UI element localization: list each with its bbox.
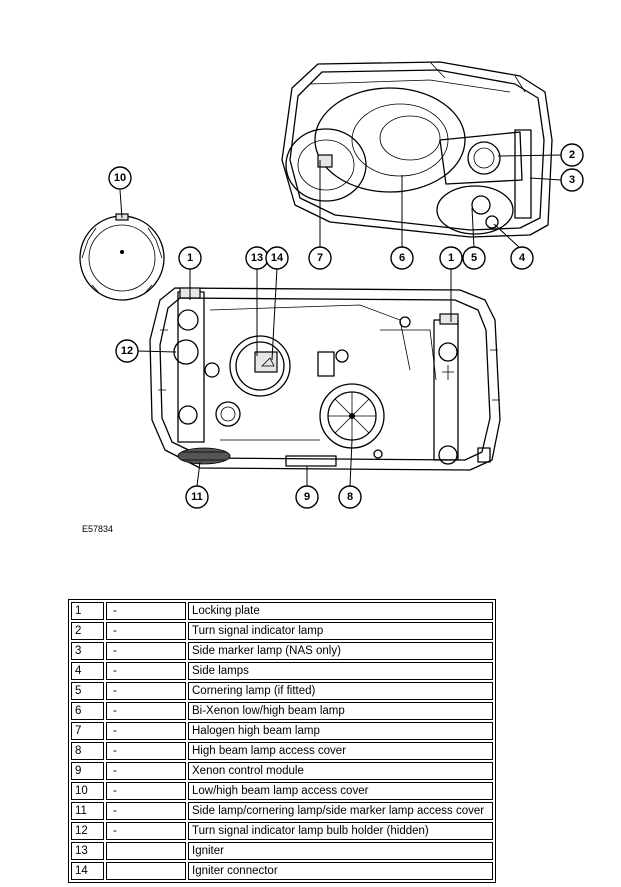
svg-text:9: 9 — [304, 491, 310, 503]
legend-number: 13 — [71, 842, 104, 860]
svg-text:11: 11 — [191, 491, 203, 503]
callout-12: 12 — [115, 339, 139, 363]
legend-row: 2-Turn signal indicator lamp — [71, 622, 493, 640]
legend-row: 11-Side lamp/cornering lamp/side marker … — [71, 802, 493, 820]
legend-description: Halogen high beam lamp — [188, 722, 493, 740]
svg-text:7: 7 — [317, 252, 323, 264]
legend-number: 2 — [71, 622, 104, 640]
legend-row: 14 Igniter connector — [71, 862, 493, 880]
legend-row: 12-Turn signal indicator lamp bulb holde… — [71, 822, 493, 840]
legend-number: 1 — [71, 602, 104, 620]
legend-dash — [106, 842, 186, 860]
callout-3: 3 — [560, 168, 584, 192]
callout-4: 4 — [510, 246, 534, 270]
legend-row: 9-Xenon control module — [71, 762, 493, 780]
callout-9: 9 — [295, 485, 319, 509]
legend-row: 4-Side lamps — [71, 662, 493, 680]
legend-number: 10 — [71, 782, 104, 800]
callout-11: 11 — [185, 485, 209, 509]
legend-row: 7-Halogen high beam lamp — [71, 722, 493, 740]
legend-description: Bi-Xenon low/high beam lamp — [188, 702, 493, 720]
legend-number: 6 — [71, 702, 104, 720]
access-cover-detail — [79, 213, 165, 301]
legend-number: 9 — [71, 762, 104, 780]
legend-row: 6-Bi-Xenon low/high beam lamp — [71, 702, 493, 720]
legend-description: Side lamp/cornering lamp/side marker lam… — [188, 802, 493, 820]
svg-text:14: 14 — [271, 252, 284, 264]
headlamp-front-view — [281, 61, 553, 238]
svg-text:13: 13 — [251, 252, 263, 264]
legend-row: 1-Locking plate — [71, 602, 493, 620]
svg-text:2: 2 — [569, 149, 575, 161]
headlamp-rear-view — [149, 287, 501, 471]
legend-row: 3-Side marker lamp (NAS only) — [71, 642, 493, 660]
legend-number: 5 — [71, 682, 104, 700]
svg-text:1: 1 — [448, 252, 454, 264]
callout-1-left: 1 — [178, 246, 202, 270]
legend-dash: - — [106, 662, 186, 680]
svg-text:5: 5 — [471, 252, 477, 264]
callout-10: 10 — [108, 166, 132, 190]
legend-dash: - — [106, 682, 186, 700]
legend-number: 7 — [71, 722, 104, 740]
legend-number: 8 — [71, 742, 104, 760]
legend-row: 8-High beam lamp access cover — [71, 742, 493, 760]
legend-description: Xenon control module — [188, 762, 493, 780]
callout-5: 5 — [462, 246, 486, 270]
legend-description: Cornering lamp (if fitted) — [188, 682, 493, 700]
legend-dash: - — [106, 822, 186, 840]
legend-dash: - — [106, 742, 186, 760]
legend-dash: - — [106, 802, 186, 820]
legend-number: 12 — [71, 822, 104, 840]
legend-dash: - — [106, 702, 186, 720]
legend-dash: - — [106, 622, 186, 640]
legend-number: 4 — [71, 662, 104, 680]
callout-2: 2 — [560, 143, 584, 167]
legend-dash: - — [106, 722, 186, 740]
legend-description: High beam lamp access cover — [188, 742, 493, 760]
legend-dash: - — [106, 602, 186, 620]
svg-text:3: 3 — [569, 174, 575, 186]
svg-text:8: 8 — [347, 491, 353, 503]
legend-description: Side marker lamp (NAS only) — [188, 642, 493, 660]
headlamp-exploded-diagram: 10 1 13 14 7 6 1 5 4 2 3 12 11 9 8 — [79, 61, 584, 509]
figure-code: E57834 — [82, 524, 114, 534]
legend-dash: - — [106, 782, 186, 800]
legend-row: 13 Igniter — [71, 842, 493, 860]
legend-number: 11 — [71, 802, 104, 820]
legend-description: Low/high beam lamp access cover — [188, 782, 493, 800]
callout-13: 13 — [245, 246, 269, 270]
legend-dash: - — [106, 762, 186, 780]
legend-number: 14 — [71, 862, 104, 880]
legend-description: Turn signal indicator lamp — [188, 622, 493, 640]
svg-text:10: 10 — [114, 172, 126, 184]
svg-text:12: 12 — [121, 345, 133, 357]
legend-row: 5-Cornering lamp (if fitted) — [71, 682, 493, 700]
legend-description: Turn signal indicator lamp bulb holder (… — [188, 822, 493, 840]
callout-6: 6 — [390, 246, 414, 270]
callout-1-right: 1 — [439, 246, 463, 270]
legend-row: 10-Low/high beam lamp access cover — [71, 782, 493, 800]
legend-description: Side lamps — [188, 662, 493, 680]
svg-text:4: 4 — [519, 252, 526, 264]
legend-description: Igniter connector — [188, 862, 493, 880]
svg-text:6: 6 — [399, 252, 405, 264]
callout-8: 8 — [338, 485, 362, 509]
legend-dash — [106, 862, 186, 880]
legend-description: Locking plate — [188, 602, 493, 620]
legend-description: Igniter — [188, 842, 493, 860]
leader-lines — [119, 154, 562, 487]
callout-14: 14 — [265, 246, 289, 270]
callout-7: 7 — [308, 246, 332, 270]
svg-text:1: 1 — [187, 252, 193, 264]
legend-number: 3 — [71, 642, 104, 660]
legend-dash: - — [106, 642, 186, 660]
